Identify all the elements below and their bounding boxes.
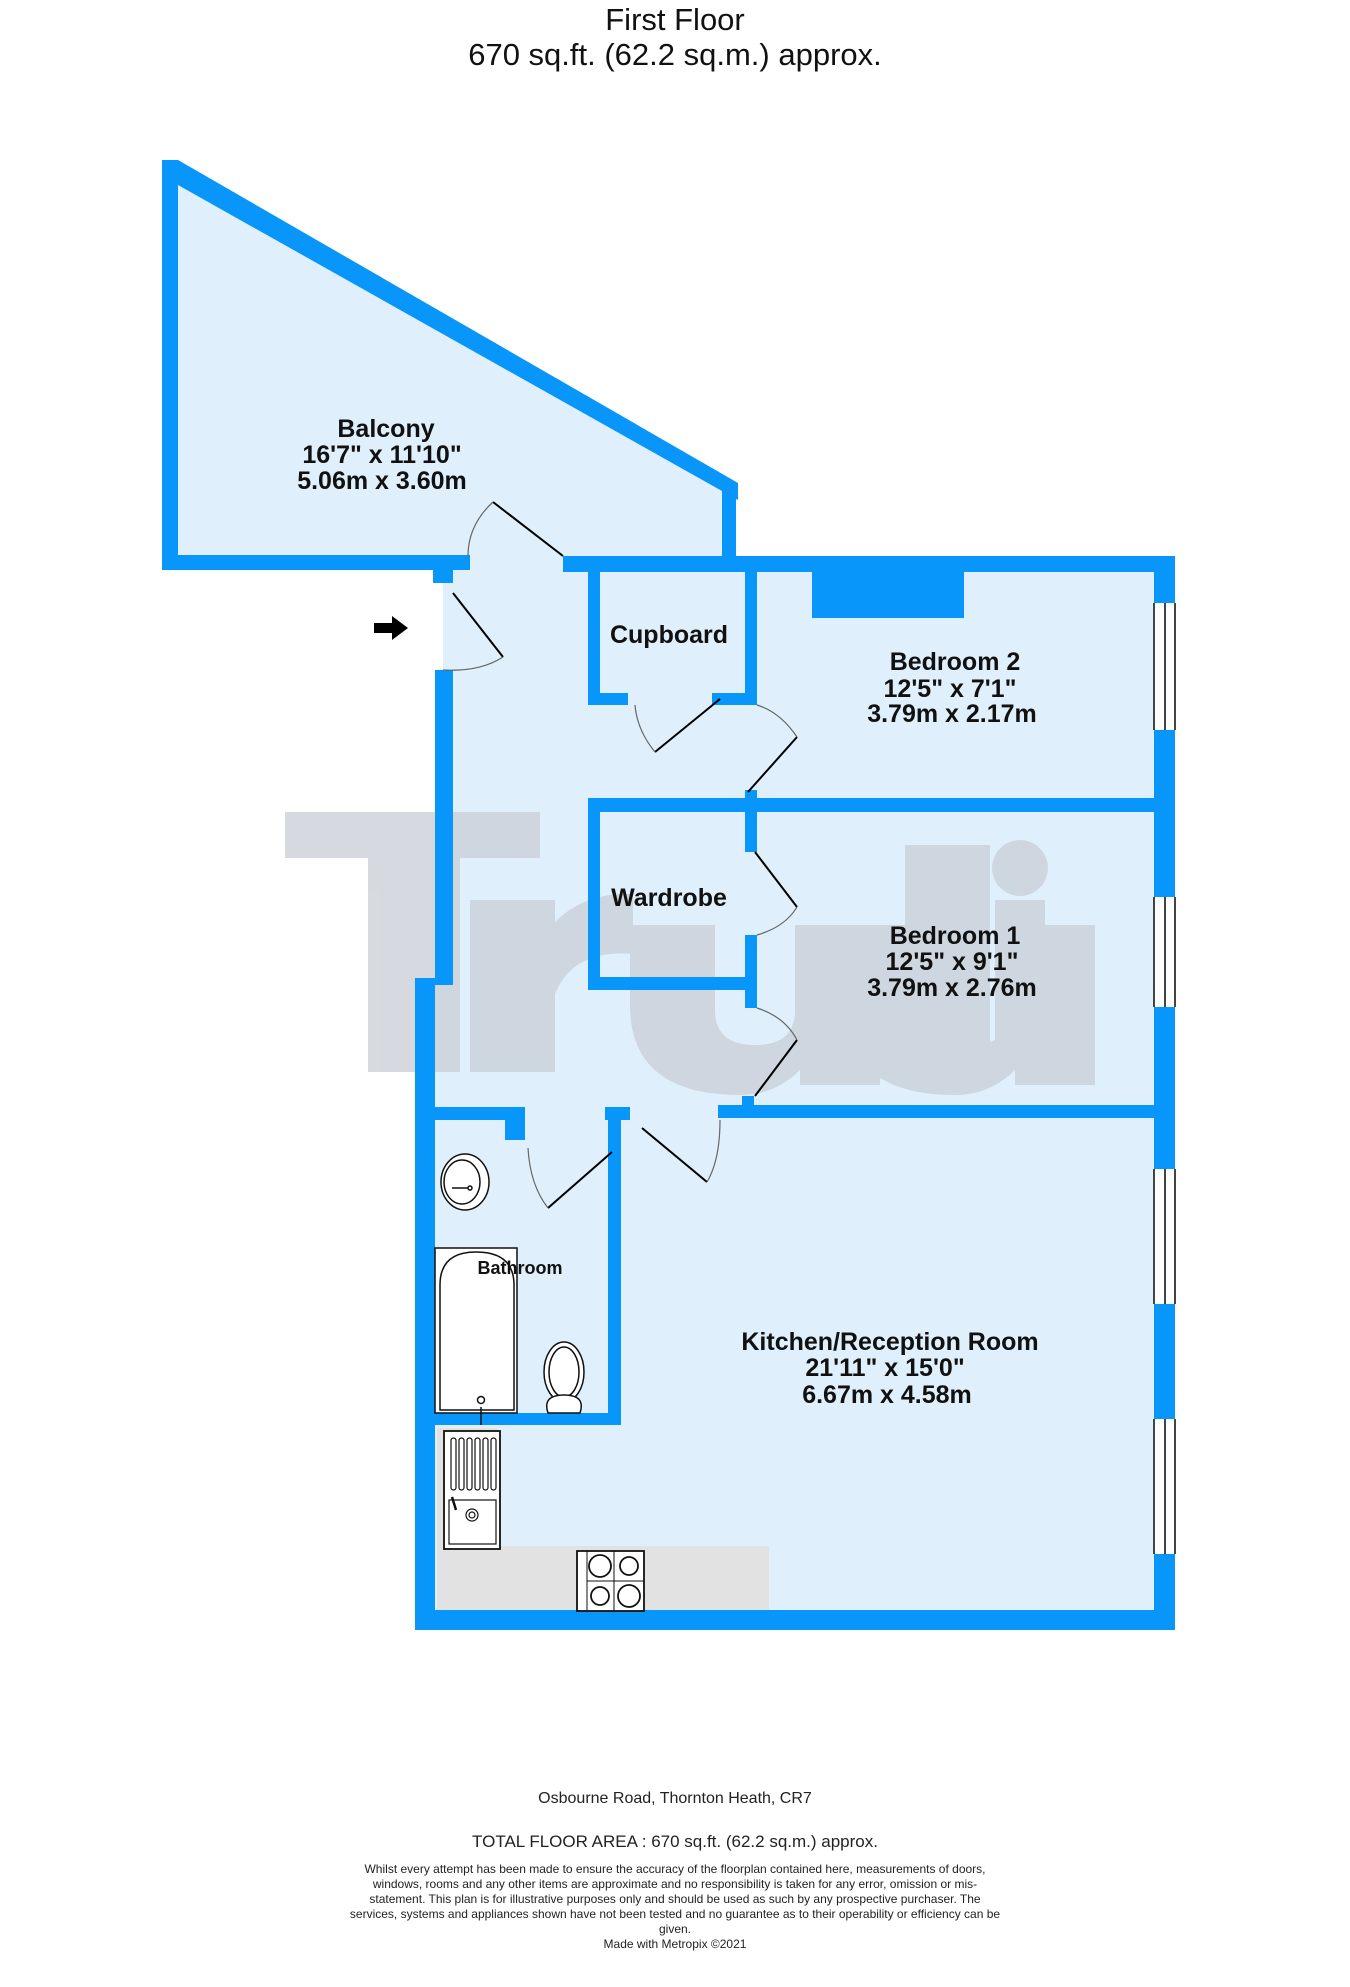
- walls: [162, 160, 1175, 1630]
- property-address: Osbourne Road, Thornton Heath, CR7: [538, 1790, 812, 1807]
- door-entrance: [442, 592, 504, 671]
- disclaimer-text: Whilst every attempt has been made to en…: [349, 1862, 1001, 1936]
- door-cupboard: [634, 698, 721, 753]
- window-kitchen-1: [1153, 1169, 1176, 1304]
- svg-text:12'5" x 9'1": 12'5" x 9'1": [886, 948, 1019, 976]
- room-label-balcony: Balcony 16'7" x 11'10" 5.06m x 3.60m: [297, 415, 467, 495]
- door-kitchen: [641, 1119, 721, 1183]
- watermark: [285, 812, 1095, 1095]
- door-bathroom: [527, 1147, 613, 1209]
- svg-text:5.06m x 3.60m: 5.06m x 3.60m: [297, 467, 467, 495]
- hob-icon: [576, 1550, 645, 1612]
- floor-area: 670 sq.ft. (62.2 sq.m.) approx.: [468, 37, 882, 72]
- toilet-icon: [543, 1341, 585, 1414]
- svg-text:3.79m x 2.76m: 3.79m x 2.76m: [867, 974, 1037, 1002]
- svg-text:12'5" x 7'1": 12'5" x 7'1": [884, 675, 1017, 703]
- room-label-bedroom2: Bedroom 2 12'5" x 7'1" 3.79m x 2.17m: [867, 648, 1037, 728]
- svg-text:Cupboard: Cupboard: [610, 621, 728, 649]
- svg-text:Bedroom 2: Bedroom 2: [890, 648, 1021, 676]
- svg-text:Bedroom 1: Bedroom 1: [890, 922, 1021, 950]
- room-label-kitchen-reception: Kitchen/Reception Room 21'11" x 15'0" 6.…: [741, 1328, 1038, 1409]
- window-bedroom2: [1153, 603, 1176, 730]
- svg-text:Bathroom: Bathroom: [478, 1258, 563, 1278]
- doors: [442, 501, 798, 1209]
- door-bedroom1: [754, 1007, 798, 1097]
- washbasin-icon: [440, 1153, 490, 1211]
- disclaimer: Whilst every attempt has been made to en…: [345, 1862, 1005, 1952]
- total-floor-area: TOTAL FLOOR AREA : 670 sq.ft. (62.2 sq.m…: [472, 1832, 878, 1851]
- made-with-credit: Made with Metropix ©2021: [603, 1937, 747, 1951]
- kitchen-sink-icon: [443, 1430, 501, 1550]
- room-label-bathroom: Bathroom: [478, 1258, 563, 1278]
- entrance-arrow-icon: [374, 616, 408, 640]
- svg-text:6.67m x 4.58m: 6.67m x 4.58m: [802, 1381, 972, 1409]
- windows: [1153, 603, 1176, 1554]
- svg-text:3.79m x 2.17m: 3.79m x 2.17m: [867, 700, 1037, 728]
- door-wardrobe: [754, 851, 798, 936]
- door-balcony: [467, 501, 564, 557]
- floor-title: First Floor: [605, 2, 745, 37]
- svg-text:21'11" x 15'0": 21'11" x 15'0": [805, 1354, 964, 1382]
- door-bedroom2: [747, 704, 798, 793]
- svg-text:Balcony: Balcony: [337, 415, 434, 443]
- room-label-bedroom1: Bedroom 1 12'5" x 9'1" 3.79m x 2.76m: [867, 922, 1037, 1002]
- svg-text:16'7" x 11'10": 16'7" x 11'10": [302, 441, 461, 469]
- room-label-wardrobe: Wardrobe: [611, 884, 727, 912]
- window-bedroom1: [1153, 897, 1176, 1007]
- svg-text:Wardrobe: Wardrobe: [611, 884, 727, 912]
- room-label-cupboard: Cupboard: [610, 621, 728, 649]
- bathtub-icon: [434, 1247, 518, 1425]
- window-kitchen-2: [1153, 1419, 1176, 1554]
- svg-text:Kitchen/Reception Room: Kitchen/Reception Room: [741, 1328, 1038, 1356]
